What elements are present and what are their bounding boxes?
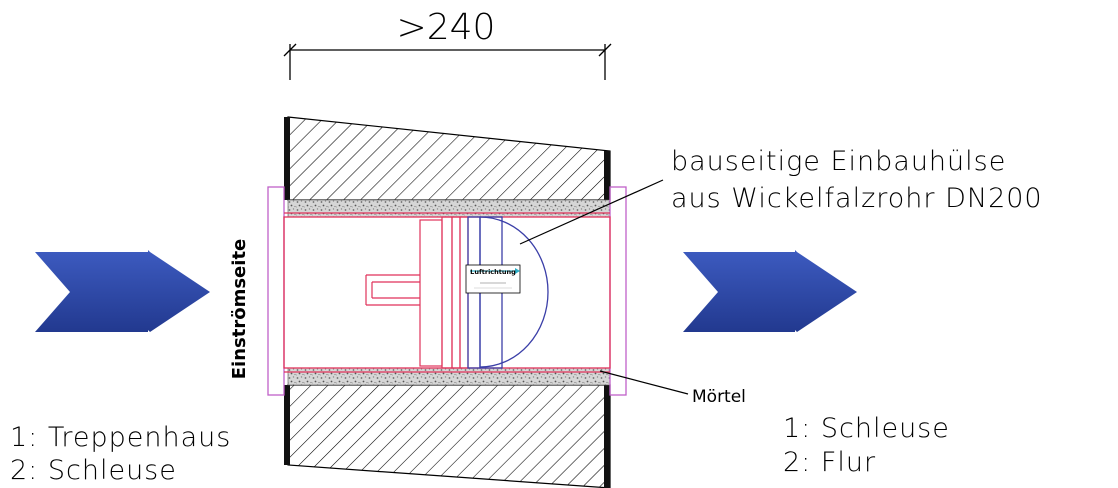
flap-label-plate: Luftrichtung — [465, 264, 521, 294]
wall-lower — [284, 384, 611, 488]
inflow-side-label: Einströmseite — [229, 239, 250, 380]
right-room-1: 1: Schleuse — [783, 413, 950, 444]
pipe-callout-line1: bauseitige Einbauhülse — [671, 146, 1006, 177]
airflow-arrow-left — [35, 250, 210, 332]
pipe-sleeve — [283, 212, 611, 373]
flange-right — [609, 186, 627, 396]
pipe-callout-line2: aus Wickelfalzrohr DN200 — [671, 183, 1043, 214]
wall-upper — [284, 116, 611, 201]
mortar-lower — [287, 367, 611, 386]
flap-label-title: Luftrichtung — [470, 268, 516, 276]
dimension-line — [283, 43, 612, 80]
mortar-upper — [287, 199, 611, 218]
left-room-1: 1: Treppenhaus — [10, 422, 231, 453]
flange-left — [267, 186, 285, 396]
leader-line-mortar — [599, 370, 689, 395]
damper-body — [365, 216, 469, 369]
leader-line-pipe — [519, 179, 664, 245]
right-room-2: 2: Flur — [783, 447, 876, 478]
mortar-label: Mörtel — [692, 387, 746, 407]
left-room-2: 2: Schleuse — [10, 455, 177, 486]
airflow-arrow-right — [683, 250, 857, 332]
dimension-label: >240 — [397, 7, 496, 48]
